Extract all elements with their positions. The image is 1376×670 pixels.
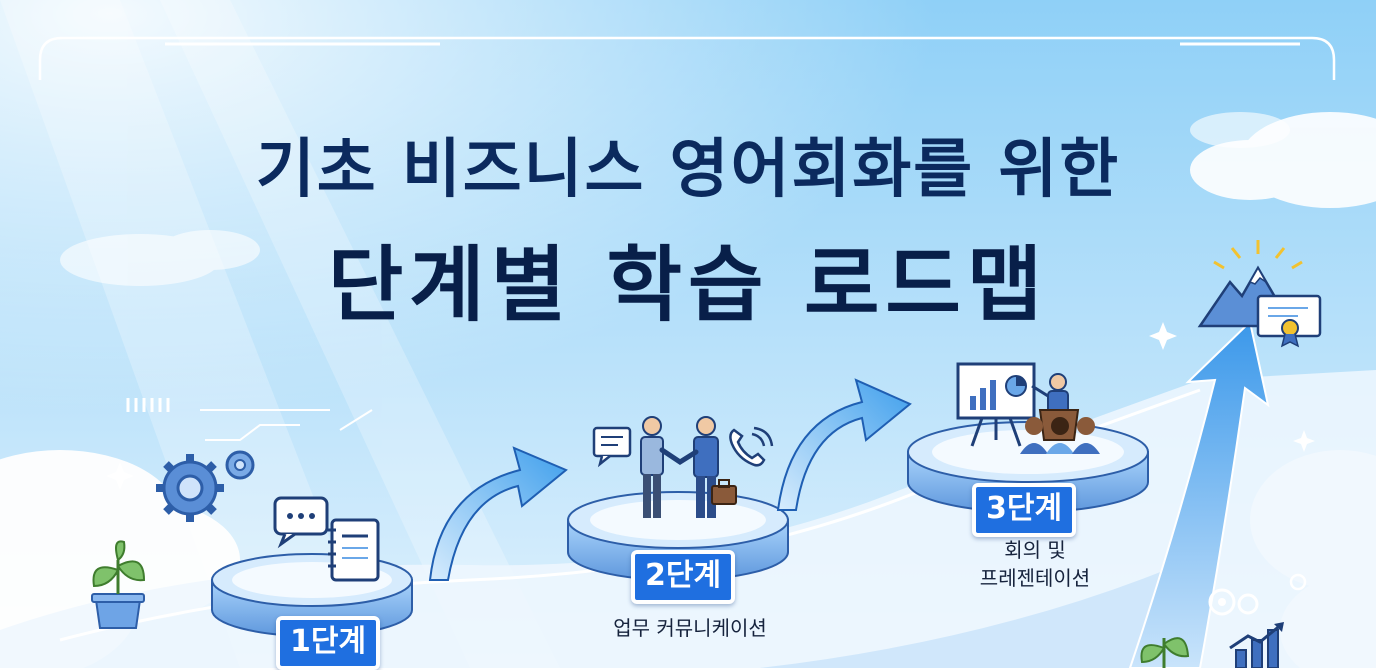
certificate-icon (1256, 294, 1322, 348)
curved-arrow-icon (428, 446, 568, 581)
title-line-1: 기초 비즈니스 영어회화를 위한 (255, 133, 1121, 207)
stage3-label-line-1: 회의 및 (1004, 538, 1066, 562)
cloud-left-far (60, 230, 260, 286)
cloud-right-far (1190, 112, 1290, 148)
speech-doc-icon (592, 426, 632, 468)
gears-icon (156, 454, 224, 522)
plant-icon (1140, 637, 1190, 668)
curved-arrow-icon (776, 378, 912, 511)
stage2-badge: 2단계 (631, 550, 736, 604)
chat-bubble-icon (273, 496, 329, 549)
plant-icon (91, 540, 146, 629)
gear-small-icon (1289, 573, 1307, 591)
stage3-label: 회의 및 프레젠테이션 (930, 536, 1140, 592)
frame-border (38, 36, 1336, 80)
growth-chart-icon (1229, 622, 1284, 668)
notebook-icon (328, 518, 380, 582)
growth-arrow (760, 560, 1200, 668)
tech-lines-left (126, 398, 373, 431)
title-line-2: 단계별 학습 로드맵 (327, 238, 1049, 333)
stage3-badge: 3단계 (972, 483, 1077, 537)
gear-small-icon (225, 450, 255, 480)
phone-icon (729, 426, 774, 467)
stage1-badge: 1단계 (276, 616, 381, 670)
stage2-label: 업무 커뮤니케이션 (613, 616, 767, 640)
gears-icon (1208, 588, 1259, 616)
briefcase-icon (711, 479, 737, 505)
tech-lines-left-2 (205, 424, 300, 441)
stage3-label-line-2: 프레젠테이션 (979, 566, 1091, 590)
sparkle-icon (106, 322, 1315, 490)
audience-icon (1020, 417, 1100, 454)
cloud-left (0, 450, 240, 668)
presentation-board-icon (956, 362, 1036, 447)
